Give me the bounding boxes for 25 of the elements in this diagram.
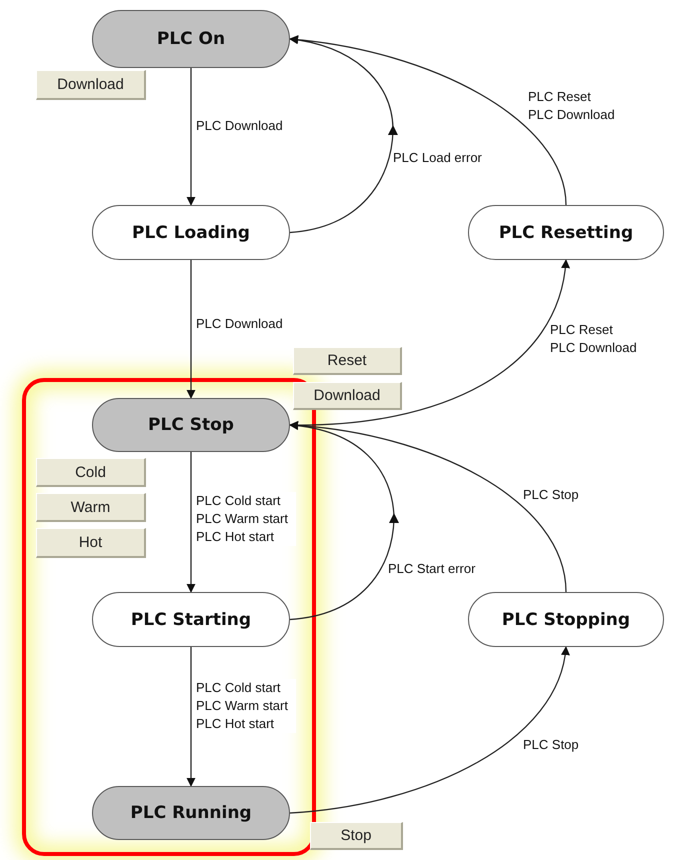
edge-label: PLC Cold start PLC Warm start PLC Hot start xyxy=(196,679,296,733)
toolbar-button: Download xyxy=(293,382,402,410)
state-node: PLC Loading xyxy=(92,205,290,260)
toolbar-button: Warm xyxy=(36,493,146,522)
toolbar-button: Stop xyxy=(310,822,403,850)
transition-arrow xyxy=(186,68,196,206)
toolbar-button: Reset xyxy=(293,347,402,375)
toolbar-button: Cold xyxy=(36,458,146,487)
state-node: PLC Starting xyxy=(92,592,290,647)
transition-arrow xyxy=(186,647,196,787)
transition-arrow xyxy=(290,421,399,620)
toolbar-button: Download xyxy=(36,70,146,100)
transition-arrow xyxy=(289,35,567,206)
edge-label: PLC Cold start PLC Warm start PLC Hot start xyxy=(196,492,296,546)
state-node: PLC Stop xyxy=(92,398,290,452)
transition-arrow xyxy=(289,421,567,592)
state-node: PLC Stopping xyxy=(468,592,664,647)
transition-arrow xyxy=(290,36,398,234)
state-node: PLC Running xyxy=(92,786,290,840)
transition-arrow xyxy=(290,646,570,814)
state-node: PLC On xyxy=(92,10,290,68)
state-node: PLC Resetting xyxy=(468,205,664,260)
transition-arrow xyxy=(186,452,196,593)
toolbar-button: Hot xyxy=(36,528,146,558)
transition-arrow xyxy=(186,260,196,399)
